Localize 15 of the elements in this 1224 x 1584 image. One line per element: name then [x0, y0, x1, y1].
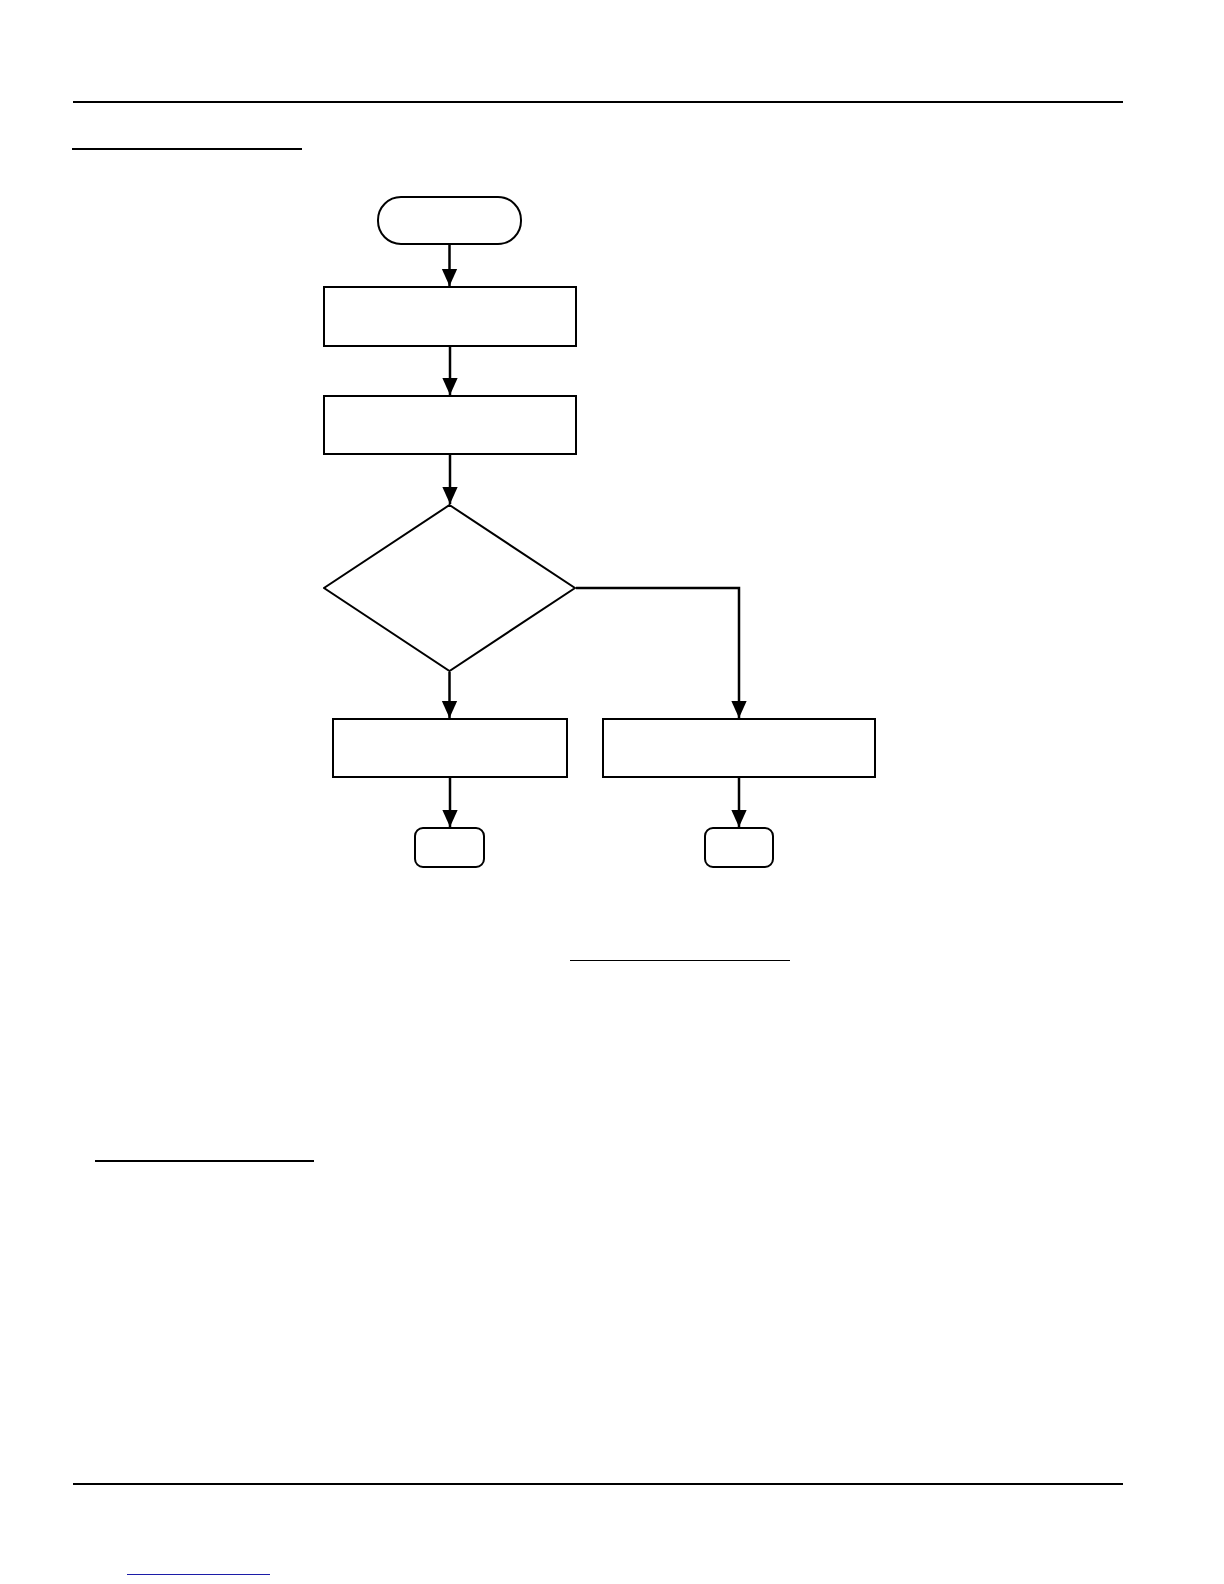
terminator-shape — [704, 827, 774, 868]
process-box — [602, 718, 876, 778]
decision-diamond — [323, 504, 576, 672]
arrow — [731, 778, 747, 827]
arrow — [441, 672, 458, 718]
process-box — [323, 286, 577, 347]
process-box — [323, 395, 577, 455]
arrow — [442, 347, 458, 395]
terminator-shape — [414, 827, 485, 868]
arrow — [576, 586, 747, 718]
arrow — [442, 455, 458, 504]
terminator-shape — [377, 196, 522, 245]
arrow — [441, 245, 458, 286]
process-box — [332, 718, 568, 778]
arrow — [442, 778, 458, 827]
